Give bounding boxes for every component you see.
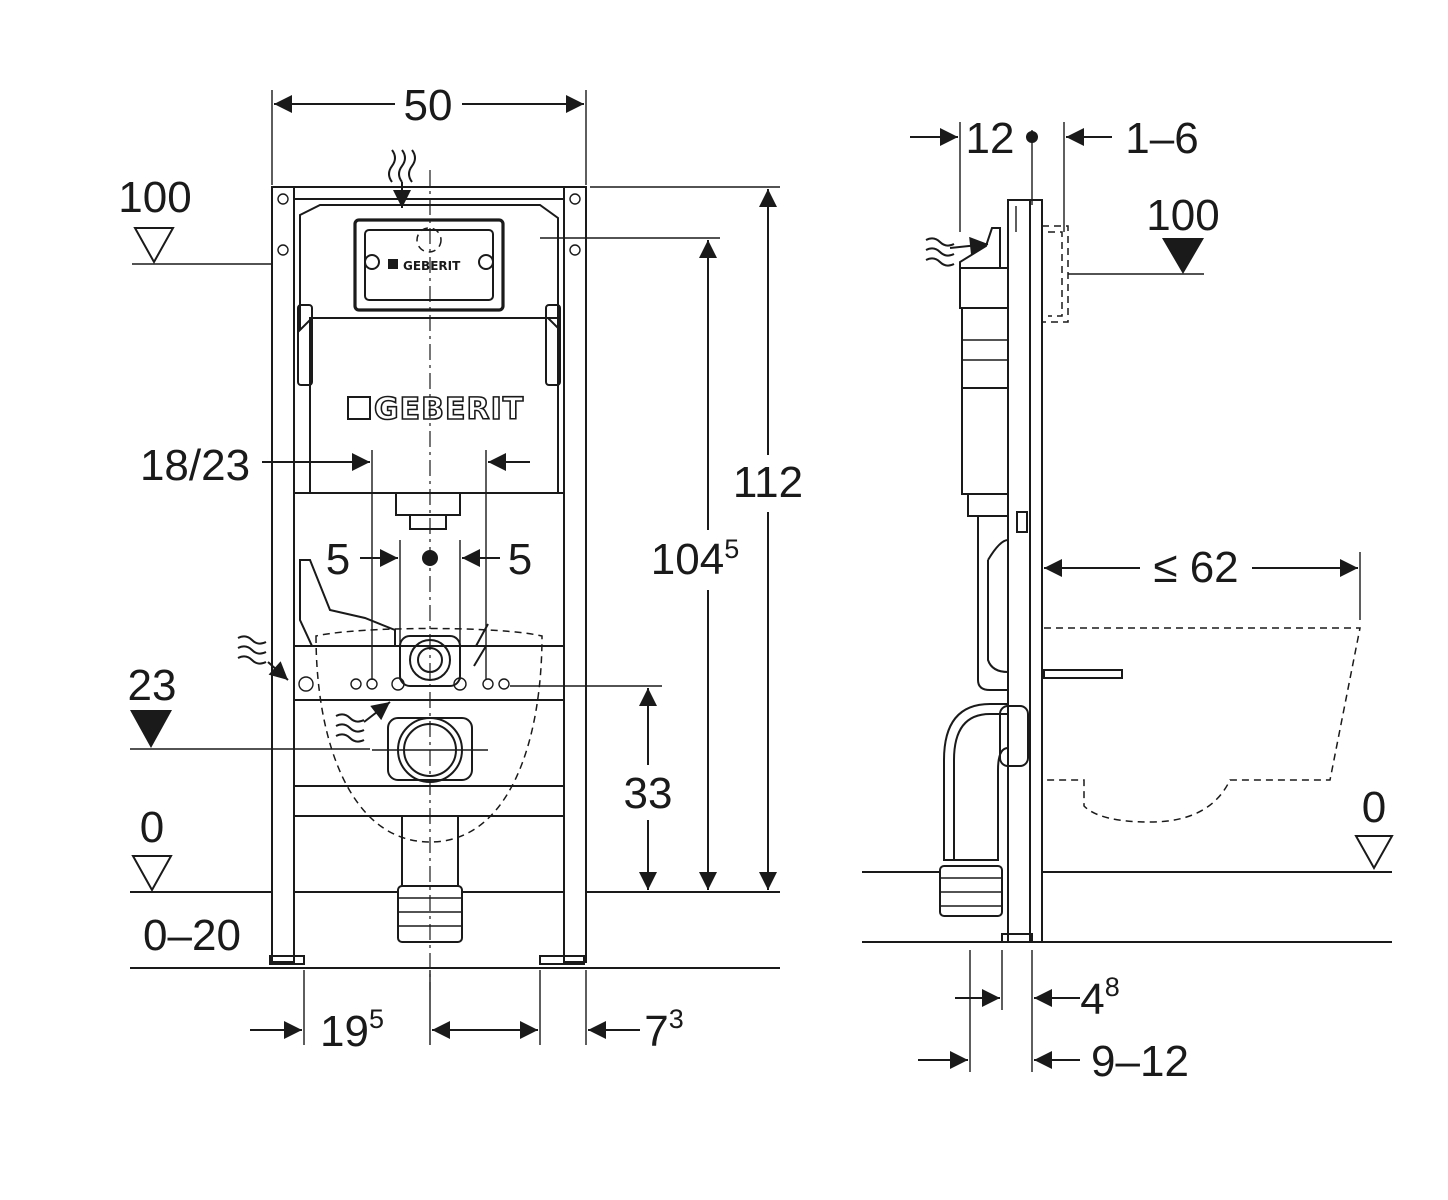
level-marker-0: 0 xyxy=(130,803,780,893)
side-level-0-label: 0 xyxy=(1362,783,1386,832)
offset-right-label: 5 xyxy=(508,535,532,584)
height-actuator-label: 1045 xyxy=(651,534,739,584)
flush-pipe xyxy=(299,559,510,691)
water-supply-icon xyxy=(237,635,391,743)
brand-small: GEBERIT xyxy=(403,259,461,273)
level-100-label: 100 xyxy=(118,173,191,222)
floor-range: 0–20 xyxy=(130,911,780,969)
dimension-feet: 195 73 xyxy=(250,970,684,1056)
depth-top-left-label: 12 xyxy=(966,114,1015,163)
dimension-heights: 112 1045 33 xyxy=(510,186,803,890)
dimension-projection: ≤ 62 xyxy=(1044,543,1361,620)
foot-left-label: 195 xyxy=(320,1004,384,1056)
level-marker-icon xyxy=(1354,835,1394,871)
side-waste-bend xyxy=(939,703,1029,917)
side-cistern xyxy=(959,227,1009,691)
dimension-width: 50 xyxy=(271,81,587,185)
level-marker-icon xyxy=(130,710,172,748)
brand: GEBERIT xyxy=(347,391,524,428)
dimension-depth-top: 12 1–6 xyxy=(910,114,1199,232)
foot-right-label: 73 xyxy=(644,1004,684,1056)
bottom-b-label: 9–12 xyxy=(1091,1037,1189,1086)
brand-large: GEBERIT xyxy=(374,392,524,427)
waste-outlet xyxy=(372,717,488,943)
front-view: 50 xyxy=(118,81,803,1056)
height-total-label: 112 xyxy=(733,458,803,507)
side-level-marker-0: 0 xyxy=(862,783,1394,943)
level-marker-icon xyxy=(131,855,173,893)
drain-spacing-label: 18/23 xyxy=(140,441,250,490)
side-level-marker-100: 100 xyxy=(1068,191,1220,275)
offset-left-label: 5 xyxy=(326,535,350,584)
dimension-depth-bottom: 48 9–12 xyxy=(918,950,1189,1086)
frame xyxy=(269,186,587,965)
side-actuator xyxy=(1042,225,1069,323)
water-supply-icon xyxy=(388,149,416,208)
level-marker-icon xyxy=(1162,238,1204,274)
level-marker-icon xyxy=(133,227,175,265)
level-marker-100: 100 xyxy=(118,173,272,265)
dimension-offset: 5 5 xyxy=(326,535,532,680)
bottom-a-label: 48 xyxy=(1080,972,1120,1024)
depth-top-right-label: 1–6 xyxy=(1125,114,1198,163)
actuator-plate: GEBERIT xyxy=(353,218,505,312)
dimension-drain-spacing: 18/23 xyxy=(140,441,530,680)
floor-range-label: 0–20 xyxy=(143,911,241,960)
electrical-supply-icon xyxy=(473,623,489,667)
level-0-label: 0 xyxy=(140,803,164,852)
side-view: 12 1–6 xyxy=(862,114,1394,1086)
projection-label: ≤ 62 xyxy=(1153,543,1238,592)
side-level-100-label: 100 xyxy=(1146,191,1219,240)
dimension-width-label: 50 xyxy=(404,81,453,130)
height-waste-label: 33 xyxy=(624,769,673,818)
level-23-label: 23 xyxy=(128,661,177,710)
level-marker-23: 23 xyxy=(128,661,370,750)
water-supply-icon xyxy=(925,236,989,267)
